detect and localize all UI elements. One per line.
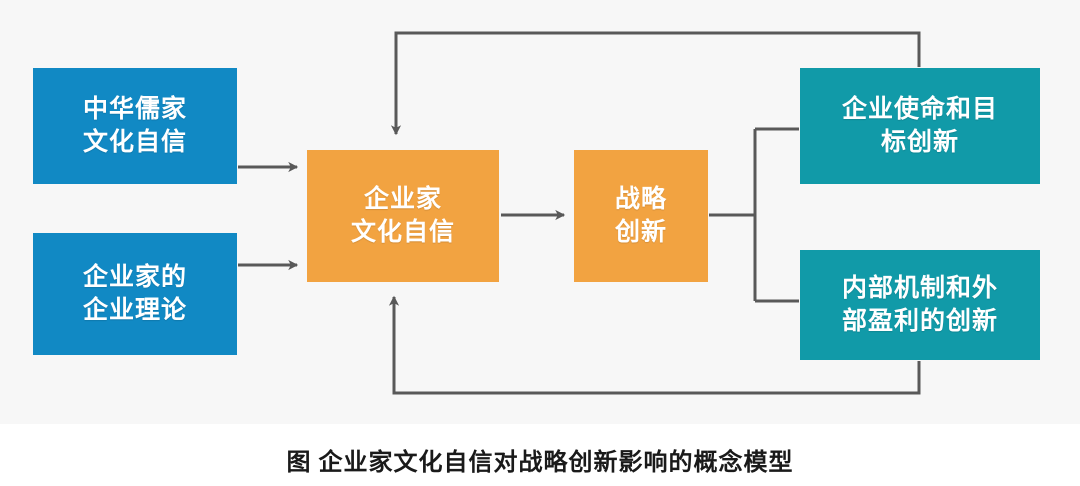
- figure-caption: 图 企业家文化自信对战略创新影响的概念模型: [286, 450, 794, 476]
- node-mission-goal-innovation: 企业使命和目 标创新: [800, 68, 1040, 184]
- connector-strategic-innovation-fork: [709, 127, 799, 303]
- node-mechanism-profit-innovation-line2: 部盈利的创新: [841, 307, 998, 335]
- connector-layer: [238, 31, 921, 395]
- node-mission-goal-innovation-line1: 企业使命和目: [841, 95, 998, 123]
- node-entrepreneur-cultural-confidence-line2: 文化自信: [350, 218, 455, 246]
- node-mission-goal-innovation-line2: 标创新: [880, 128, 959, 156]
- node-entrepreneur-theory-line1: 企业家的: [82, 263, 187, 291]
- node-mechanism-profit-innovation-line1: 内部机制和外: [841, 274, 998, 302]
- node-confucian-culture-line2: 文化自信: [82, 128, 187, 156]
- node-strategic-innovation-line1: 战略: [614, 185, 667, 213]
- node-strategic-innovation: 战略 创新: [574, 150, 708, 282]
- node-confucian-culture-line1: 中华儒家: [82, 95, 187, 123]
- connector-mission-goal-feedback-loop: [390, 31, 921, 136]
- node-entrepreneur-theory-line2: 企业理论: [82, 296, 187, 324]
- node-entrepreneur-cultural-confidence-line1: 企业家: [363, 185, 442, 213]
- node-confucian-culture: 中华儒家 文化自信: [33, 68, 237, 184]
- node-mechanism-profit-innovation: 内部机制和外 部盈利的创新: [800, 250, 1040, 360]
- node-entrepreneur-theory: 企业家的 企业理论: [33, 233, 237, 355]
- node-entrepreneur-cultural-confidence: 企业家 文化自信: [307, 150, 499, 282]
- node-strategic-innovation-line2: 创新: [614, 218, 667, 246]
- caption-band: [0, 424, 1080, 486]
- connector-mechanism-profit-feedback-loop: [388, 295, 921, 395]
